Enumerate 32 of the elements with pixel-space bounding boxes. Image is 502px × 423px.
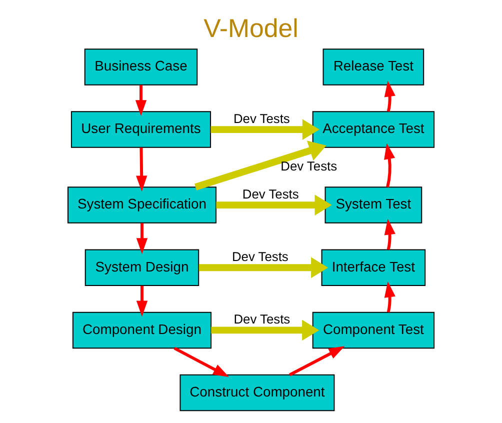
node-box: Component Design — [72, 312, 212, 349]
node-box: User Requirements — [70, 111, 212, 148]
edge-label: Dev Tests — [234, 312, 290, 327]
node-box: Acceptance Test — [312, 111, 435, 148]
edge-label: Dev Tests — [232, 249, 288, 264]
arrow — [384, 143, 396, 188]
node-box: Business Case — [84, 48, 198, 86]
edge-label: Dev Tests — [242, 186, 299, 202]
edge-label: Dev Tests — [280, 158, 338, 174]
arrow — [211, 320, 320, 341]
arrow — [136, 286, 148, 317]
arrow — [216, 194, 332, 216]
arrow — [135, 85, 147, 116]
edge-label: Dev Tests — [233, 110, 290, 126]
arrow — [194, 140, 326, 190]
arrow — [174, 346, 230, 377]
arrow — [136, 148, 148, 192]
node-box: System Test — [324, 186, 422, 224]
diagram-title: V-Model — [204, 14, 298, 43]
arrow — [384, 218, 396, 250]
node-box: Interface Test — [321, 249, 426, 286]
node-box: Component Test — [312, 312, 435, 349]
node-box: Release Test — [322, 48, 424, 86]
arrow — [198, 257, 328, 278]
arrow — [210, 119, 320, 140]
arrow — [384, 281, 396, 312]
arrow — [384, 80, 396, 112]
node-box: Construct Component — [180, 374, 335, 412]
arrow — [136, 223, 148, 254]
arrow — [288, 346, 345, 376]
node-box: System Design — [84, 249, 200, 286]
node-box: System Specification — [67, 186, 216, 224]
